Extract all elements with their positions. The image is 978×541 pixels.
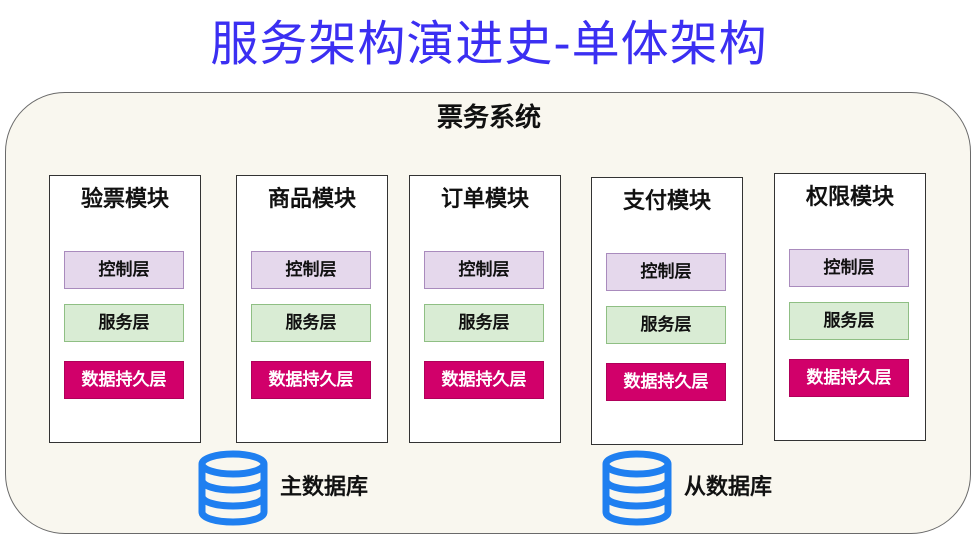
control-layer: 控制层: [251, 251, 371, 289]
page-title: 服务架构演进史-单体架构: [210, 16, 768, 72]
persistence-layer: 数据持久层: [424, 361, 544, 399]
control-layer: 控制层: [424, 251, 544, 289]
service-layer: 服务层: [789, 302, 909, 340]
persistence-layer: 数据持久层: [789, 359, 909, 397]
service-layer: 服务层: [251, 304, 371, 342]
system-name: 票务系统: [436, 103, 541, 133]
database-label: 从数据库: [684, 475, 773, 500]
module-order: 订单模块 控制层 服务层 数据持久层: [409, 175, 561, 443]
service-layer: 服务层: [64, 304, 184, 342]
control-layer: 控制层: [606, 253, 726, 291]
module-name: 验票模块: [80, 187, 169, 212]
module-product: 商品模块 控制层 服务层 数据持久层: [236, 175, 388, 443]
control-layer: 控制层: [789, 249, 909, 287]
database-label: 主数据库: [280, 475, 369, 500]
module-ticket-check: 验票模块 控制层 服务层 数据持久层: [49, 175, 201, 443]
module-name: 商品模块: [267, 187, 356, 212]
module-permission: 权限模块 控制层 服务层 数据持久层: [774, 173, 926, 441]
persistence-layer: 数据持久层: [251, 361, 371, 399]
control-layer: 控制层: [64, 251, 184, 289]
module-payment: 支付模块 控制层 服务层 数据持久层: [591, 177, 743, 445]
module-name: 支付模块: [622, 189, 711, 214]
module-name: 权限模块: [805, 185, 894, 210]
module-name: 订单模块: [440, 187, 529, 212]
persistence-layer: 数据持久层: [64, 361, 184, 399]
service-layer: 服务层: [424, 304, 544, 342]
persistence-layer: 数据持久层: [606, 363, 726, 401]
service-layer: 服务层: [606, 306, 726, 344]
